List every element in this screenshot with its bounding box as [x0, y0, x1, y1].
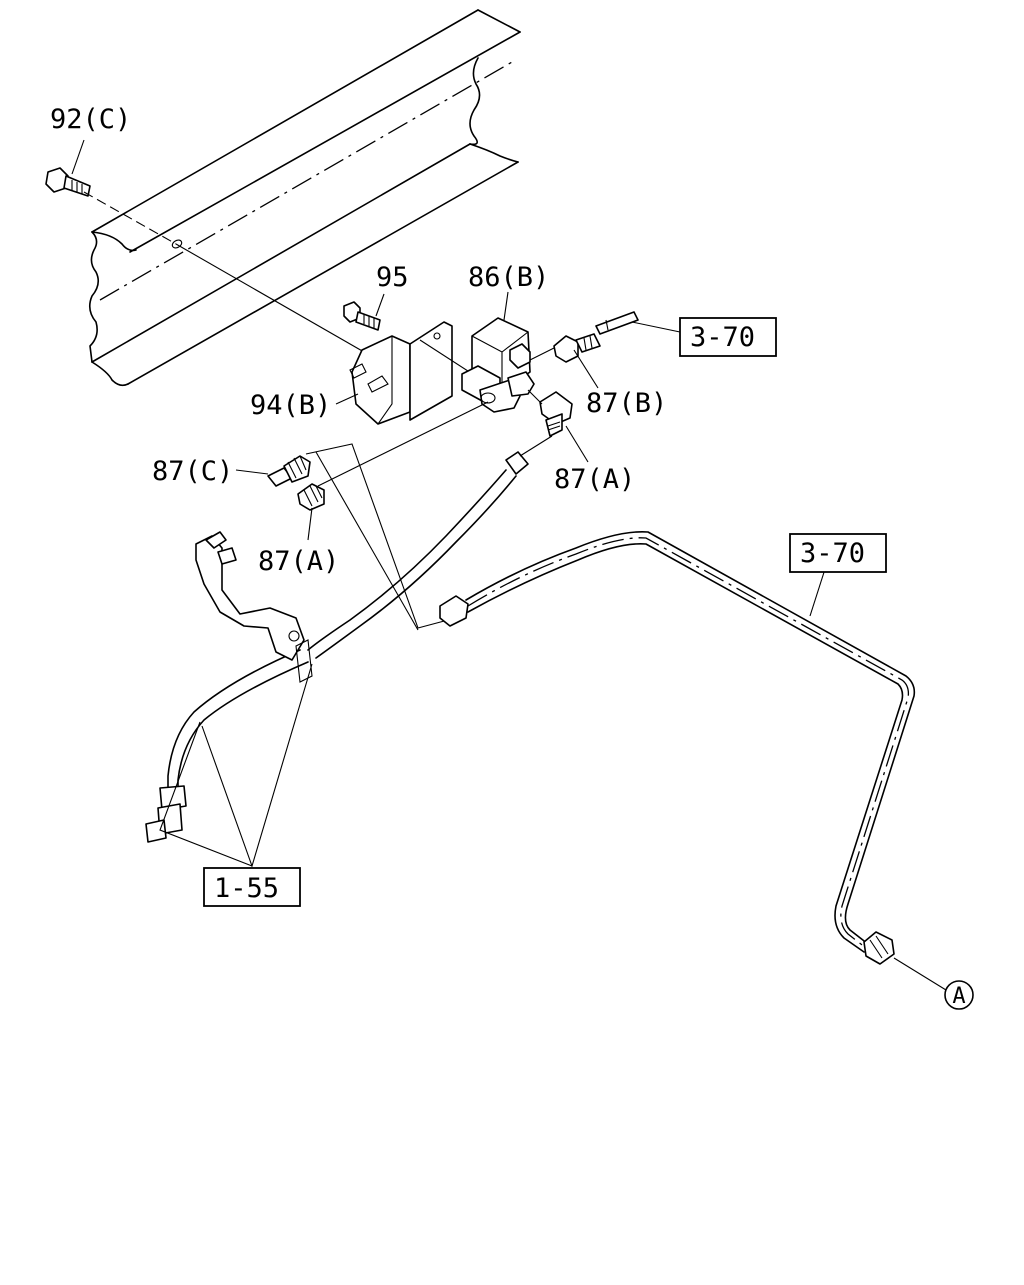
- callout-95: 95: [376, 262, 409, 293]
- callout-87a-lower: 87(A): [258, 546, 339, 577]
- callout-87c: 87(C): [152, 456, 233, 487]
- connector-a-label: A: [952, 984, 965, 1009]
- steel-pipe-3-70: [439, 531, 916, 965]
- bolt-95-icon: [343, 301, 381, 331]
- ref-box-3-70-pipe[interactable]: 3-70: [789, 533, 887, 573]
- flex-hose: [145, 435, 553, 843]
- frame-rail: [88, 9, 521, 387]
- fitting-87b-icon: [553, 333, 601, 363]
- bracket-94b-icon: [349, 321, 453, 425]
- solenoid-valve-86b-icon: [461, 317, 535, 413]
- callout-86b: 86(B): [468, 262, 549, 293]
- callout-94b: 94(B): [250, 390, 331, 421]
- callout-87b: 87(B): [586, 388, 667, 419]
- fitting-87c-icon: [267, 455, 311, 487]
- bolt-92c-icon: [45, 167, 91, 197]
- clip-bracket-icon: [195, 531, 313, 683]
- ref-box-1-55[interactable]: 1-55: [203, 867, 301, 907]
- ref-3-70-pipe-label: 3-70: [800, 538, 865, 569]
- ref-1-55-label: 1-55: [214, 873, 279, 904]
- fitting-87a-lower-icon: [297, 483, 325, 511]
- callout-87a-upper: 87(A): [554, 464, 635, 495]
- ref-box-3-70-top[interactable]: 3-70: [679, 317, 777, 357]
- connector-a-marker[interactable]: A: [944, 980, 974, 1010]
- ref-3-70-top-label: 3-70: [690, 322, 755, 353]
- elbow-87a-upper-icon: [539, 391, 573, 437]
- callout-92c: 92(C): [50, 104, 131, 135]
